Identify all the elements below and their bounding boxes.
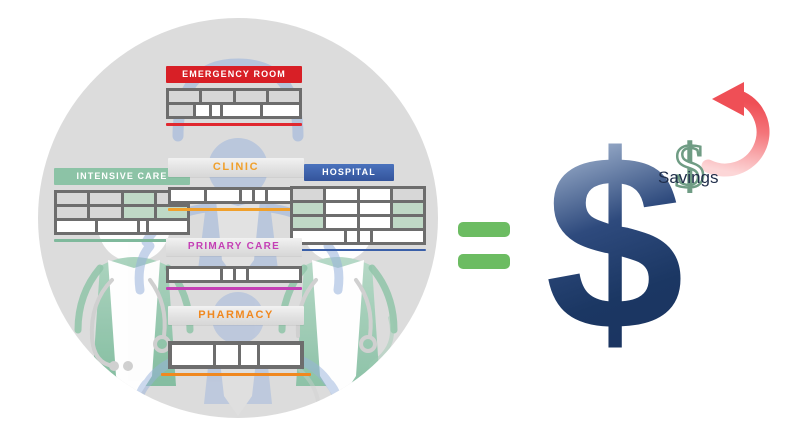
- window: [172, 345, 213, 365]
- window: [169, 91, 200, 102]
- entrance-door: [139, 221, 146, 232]
- window: [392, 217, 423, 228]
- window: [57, 221, 96, 232]
- entrance-door: [346, 231, 357, 242]
- window: [98, 221, 137, 232]
- dollar-sign-large: $: [545, 103, 705, 382]
- window: [262, 105, 299, 116]
- window-row: [293, 189, 423, 200]
- facility-baseline-emergency-room: [166, 123, 302, 126]
- facility-hospital[interactable]: HOSPITAL: [290, 164, 426, 251]
- window-row: [293, 203, 423, 214]
- facility-baseline-pharmacy: [161, 373, 311, 376]
- facility-intensive-care[interactable]: INTENSIVE CARE: [54, 168, 190, 242]
- window: [326, 217, 357, 228]
- facility-baseline-clinic: [168, 208, 304, 211]
- facility-banner-emergency-room: EMERGENCY ROOM: [166, 66, 302, 83]
- window-row: [293, 217, 423, 228]
- window: [202, 91, 233, 102]
- window: [169, 105, 193, 116]
- facility-primary-care[interactable]: PRIMARY CARE: [166, 238, 302, 290]
- dollar-sign-glyph: $: [545, 103, 685, 382]
- window: [268, 91, 299, 102]
- window-row: [293, 231, 423, 242]
- window: [293, 217, 324, 228]
- window: [359, 217, 390, 228]
- facility-building-hospital: [290, 186, 426, 245]
- window: [156, 207, 187, 218]
- facility-building-emergency-room: [166, 88, 302, 119]
- window: [206, 190, 240, 201]
- window: [293, 231, 344, 242]
- window: [223, 105, 260, 116]
- facility-building-primary-care: [166, 266, 302, 283]
- facility-clinic[interactable]: CLINIC: [168, 158, 304, 211]
- entrance-door: [196, 105, 209, 116]
- entrance-door: [235, 269, 246, 280]
- window: [372, 231, 423, 242]
- facility-baseline-intensive-care: [54, 239, 190, 242]
- window: [248, 269, 299, 280]
- facility-building-clinic: [168, 187, 304, 204]
- entrance-door: [240, 345, 257, 365]
- window-row: [169, 269, 299, 280]
- savings-dollar-icon: $: [673, 133, 707, 201]
- entrance-door: [215, 345, 238, 365]
- window: [123, 207, 154, 218]
- window-row: [57, 221, 187, 232]
- stethoscope-green: [369, 316, 394, 371]
- window: [90, 207, 121, 218]
- savings-label: Savings: [658, 168, 719, 187]
- facility-baseline-hospital: [290, 249, 426, 251]
- equals-bar-bottom: [458, 254, 510, 269]
- entrance-door: [222, 269, 233, 280]
- facility-building-pharmacy: [168, 341, 304, 369]
- facility-pharmacy[interactable]: PHARMACY: [161, 306, 311, 376]
- window: [57, 207, 88, 218]
- window: [169, 269, 220, 280]
- entrance-door: [359, 231, 370, 242]
- window: [123, 193, 154, 204]
- window: [293, 203, 324, 214]
- window-row: [171, 190, 302, 201]
- facility-emergency-room[interactable]: EMERGENCY ROOM: [166, 66, 302, 126]
- facility-banner-intensive-care: INTENSIVE CARE: [54, 168, 190, 185]
- window-row: [57, 207, 187, 218]
- window-row: [169, 91, 299, 102]
- facility-banner-primary-care: PRIMARY CARE: [166, 238, 302, 256]
- savings-group: $ Savings: [650, 78, 790, 203]
- window: [392, 189, 423, 200]
- window: [392, 203, 423, 214]
- window: [171, 190, 204, 201]
- equals-bar-top: [458, 222, 510, 237]
- facility-baseline-primary-care: [166, 287, 302, 290]
- equals-sign: [458, 222, 510, 269]
- facility-building-intensive-care: [54, 190, 190, 235]
- window: [235, 91, 266, 102]
- entrance-door: [212, 105, 220, 116]
- facility-banner-pharmacy: PHARMACY: [168, 306, 304, 325]
- window: [326, 189, 357, 200]
- entrance-door: [255, 190, 266, 201]
- healthcare-network-circle: EMERGENCY ROOM INTENSI: [38, 18, 438, 418]
- entrance-door: [242, 190, 253, 201]
- facility-banner-hospital: HOSPITAL: [304, 164, 394, 181]
- window: [57, 193, 88, 204]
- window: [90, 193, 121, 204]
- window-row: [172, 345, 300, 365]
- curved-up-arrow-icon: [701, 82, 770, 177]
- window: [259, 345, 300, 365]
- window: [148, 221, 187, 232]
- window: [293, 189, 324, 200]
- window: [268, 190, 302, 201]
- window: [359, 203, 390, 214]
- window: [359, 189, 390, 200]
- facility-banner-clinic: CLINIC: [168, 158, 304, 177]
- window: [326, 203, 357, 214]
- window-row: [169, 105, 299, 116]
